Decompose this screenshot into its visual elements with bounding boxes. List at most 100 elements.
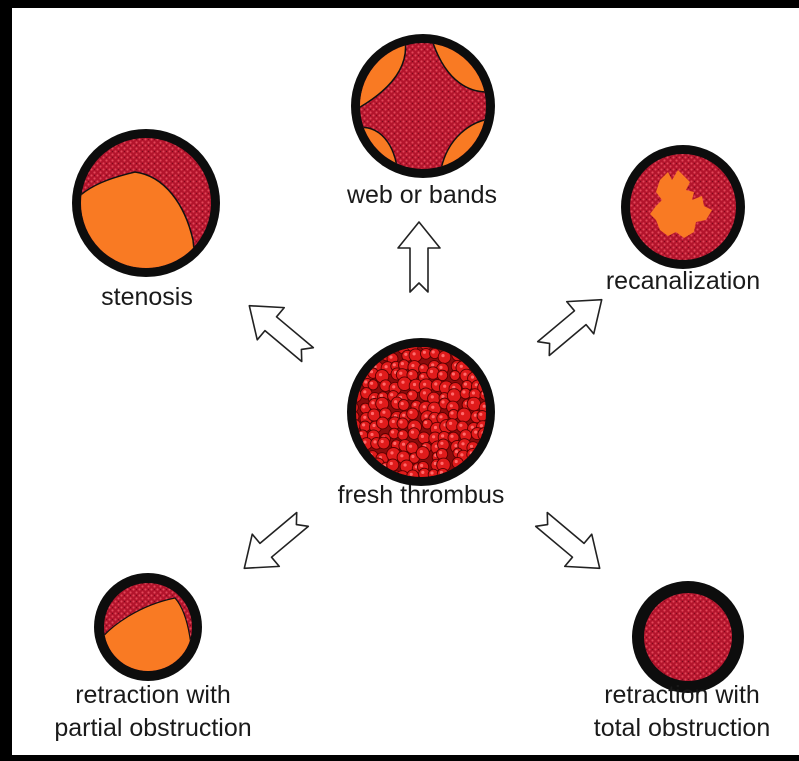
red-blood-cell	[437, 370, 447, 380]
recanalization-cross-section	[621, 145, 745, 269]
red-blood-cell-highlight	[420, 450, 423, 453]
red-blood-cell-highlight	[439, 366, 442, 369]
label-partial-line2: partial obstruction	[28, 712, 278, 745]
red-blood-cell-highlight	[371, 412, 374, 415]
red-blood-cell-highlight	[460, 453, 463, 456]
web-or-bands-cross-section	[350, 34, 500, 178]
red-blood-cell-highlight	[392, 385, 395, 388]
red-blood-cell-highlight	[385, 365, 388, 368]
red-blood-cell	[377, 417, 389, 429]
red-blood-cell-highlight	[372, 424, 375, 427]
red-blood-cell-highlight	[421, 435, 424, 438]
red-blood-cell-highlight	[379, 373, 382, 376]
red-blood-cell	[398, 430, 408, 440]
red-blood-cell-highlight	[454, 444, 457, 447]
red-blood-cell-highlight	[423, 351, 426, 354]
red-blood-cell-highlight	[449, 422, 452, 425]
red-blood-cell-highlight	[423, 405, 426, 408]
red-blood-cell-highlight	[379, 401, 382, 404]
red-blood-cell-highlight	[439, 415, 442, 418]
red-blood-cell-highlight	[404, 463, 407, 466]
red-blood-cell	[378, 437, 390, 449]
red-blood-cell-highlight	[391, 430, 394, 433]
red-blood-cell-highlight	[370, 433, 373, 436]
red-blood-cell-highlight	[421, 471, 424, 474]
partial-obstruction-cross-section	[94, 573, 202, 681]
red-blood-cell-highlight	[450, 435, 453, 438]
red-blood-cell-highlight	[471, 376, 474, 379]
red-blood-cell-highlight	[412, 424, 415, 427]
red-blood-cell-highlight	[360, 432, 363, 435]
red-blood-cell-highlight	[402, 443, 405, 446]
red-blood-cell-highlight	[394, 400, 397, 403]
label-stenosis: stenosis	[57, 281, 237, 314]
red-blood-cell-highlight	[434, 426, 437, 429]
fresh-thrombus-cross-section	[347, 338, 496, 486]
red-blood-cell-highlight	[390, 393, 393, 396]
red-blood-cell-highlight	[383, 383, 386, 386]
red-blood-cell-highlight	[483, 405, 486, 408]
red-blood-cell-highlight	[410, 473, 413, 476]
red-blood-cell-highlight	[373, 440, 376, 443]
red-blood-cell-highlight	[441, 395, 444, 398]
red-blood-cell-highlight	[474, 431, 477, 434]
red-blood-cell-highlight	[381, 440, 384, 443]
red-blood-cell-highlight	[380, 394, 383, 397]
red-blood-cell-highlight	[399, 372, 402, 375]
red-blood-cell	[407, 408, 419, 420]
red-blood-cell-highlight	[450, 411, 453, 414]
label-web-or-bands: web or bands	[322, 179, 522, 212]
red-blood-cell-highlight	[401, 362, 404, 365]
red-blood-cell-highlight	[440, 462, 443, 465]
red-blood-cell-highlight	[411, 455, 414, 458]
red-blood-cell-highlight	[443, 385, 446, 388]
red-blood-cell-highlight	[389, 356, 392, 359]
red-blood-cell-highlight	[371, 401, 374, 404]
red-blood-cell-highlight	[424, 414, 427, 417]
red-blood-cell-highlight	[400, 420, 403, 423]
red-blood-cell-highlight	[432, 415, 435, 418]
arrow-up-left	[236, 290, 321, 371]
red-blood-cell-highlight	[392, 420, 395, 423]
red-blood-cell-highlight	[474, 414, 477, 417]
red-blood-cell-highlight	[409, 392, 412, 395]
arrow-down-right	[528, 503, 613, 584]
red-blood-cell-highlight	[459, 424, 462, 427]
red-blood-cell-highlight	[439, 451, 442, 454]
red-blood-cell-highlight	[471, 401, 474, 404]
red-blood-cell-highlight	[431, 406, 434, 409]
red-blood-cell-highlight	[430, 471, 433, 474]
red-blood-cell	[398, 400, 409, 411]
red-blood-cell-highlight	[431, 395, 434, 398]
red-blood-cell-highlight	[460, 365, 463, 368]
label-partial-line1: retraction with	[28, 679, 278, 712]
red-blood-cell-highlight	[432, 435, 435, 438]
red-blood-cell	[446, 419, 458, 431]
red-blood-cell-highlight	[455, 460, 458, 463]
red-blood-cell-highlight	[363, 390, 366, 393]
red-blood-cell-highlight	[411, 364, 414, 367]
red-blood-cell-highlight	[470, 445, 473, 448]
red-blood-cell-highlight	[472, 391, 475, 394]
red-blood-cell-highlight	[362, 405, 365, 408]
red-blood-cell-highlight	[463, 433, 466, 436]
label-fresh-thrombus: fresh thrombus	[316, 479, 526, 512]
red-blood-cell-highlight	[452, 372, 455, 375]
red-blood-cell-highlight	[451, 392, 454, 395]
red-blood-cell-highlight	[423, 383, 426, 386]
red-blood-cell-highlight	[401, 381, 404, 384]
red-blood-cell	[416, 447, 429, 460]
red-blood-cell-highlight	[441, 354, 444, 357]
red-blood-cell-highlight	[393, 442, 396, 445]
red-blood-cell-highlight	[404, 353, 407, 356]
red-blood-cell-highlight	[390, 462, 393, 465]
red-blood-cell-highlight	[382, 411, 385, 414]
red-blood-cell-highlight	[421, 366, 424, 369]
red-blood-cell-highlight	[411, 431, 414, 434]
total-obstruction-cross-section	[632, 581, 744, 693]
red-blood-cell-highlight	[409, 372, 412, 375]
red-blood-cell-highlight	[471, 426, 474, 429]
red-blood-cell-highlight	[479, 413, 482, 416]
stenosis-cross-section	[72, 129, 220, 290]
